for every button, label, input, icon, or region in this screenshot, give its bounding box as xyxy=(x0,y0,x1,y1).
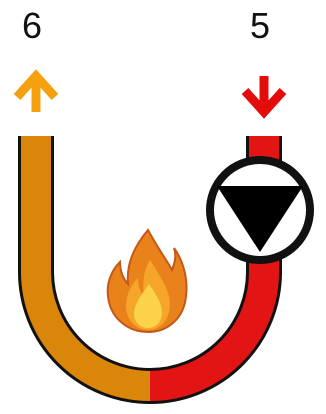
arrow-down-icon xyxy=(245,76,283,112)
arrow-up-icon xyxy=(17,76,55,112)
pump-icon xyxy=(210,160,310,260)
flame-icon xyxy=(108,230,187,332)
